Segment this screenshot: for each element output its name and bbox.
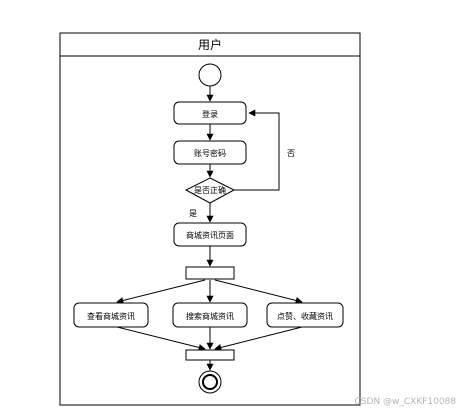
join-bar — [185, 349, 235, 361]
end-node — [198, 370, 222, 394]
activity-mall-page-label: 商城资讯页面 — [186, 230, 234, 240]
activity-login-label: 登录 — [202, 109, 218, 119]
activity-like-favorite: 点赞、收藏资讯 — [266, 302, 344, 328]
edge-fork-left — [116, 279, 206, 304]
swimlane-title: 用户 — [198, 37, 222, 52]
edge-decision-no-loop — [234, 109, 280, 191]
activity-view-info: 查看商城资讯 — [73, 302, 149, 328]
activity-mall-page: 商城资讯页面 — [173, 222, 247, 247]
edge-right-join — [214, 326, 303, 351]
start-node — [198, 63, 222, 87]
activity-search-info-label: 搜索商城资讯 — [186, 311, 234, 321]
edge-fork-right — [214, 279, 303, 304]
decision-node: 是否正确 — [184, 177, 236, 204]
edges — [116, 86, 303, 371]
decision-label: 是否正确 — [194, 185, 226, 195]
edge-left-join — [116, 326, 206, 351]
edge-label-yes: 是 — [189, 209, 197, 218]
activity-search-info: 搜索商城资讯 — [172, 302, 248, 328]
watermark-text: CSDN @w_CXKF10088 — [354, 397, 456, 407]
activity-like-favorite-label: 点赞、收藏资讯 — [277, 311, 333, 321]
activity-login: 登录 — [173, 101, 247, 125]
activity-account-password: 账号密码 — [173, 140, 247, 165]
fork-bar — [185, 266, 235, 280]
activity-account-password-label: 账号密码 — [194, 148, 226, 158]
edge-label-no: 否 — [287, 149, 295, 158]
activity-view-info-label: 查看商城资讯 — [87, 311, 135, 321]
